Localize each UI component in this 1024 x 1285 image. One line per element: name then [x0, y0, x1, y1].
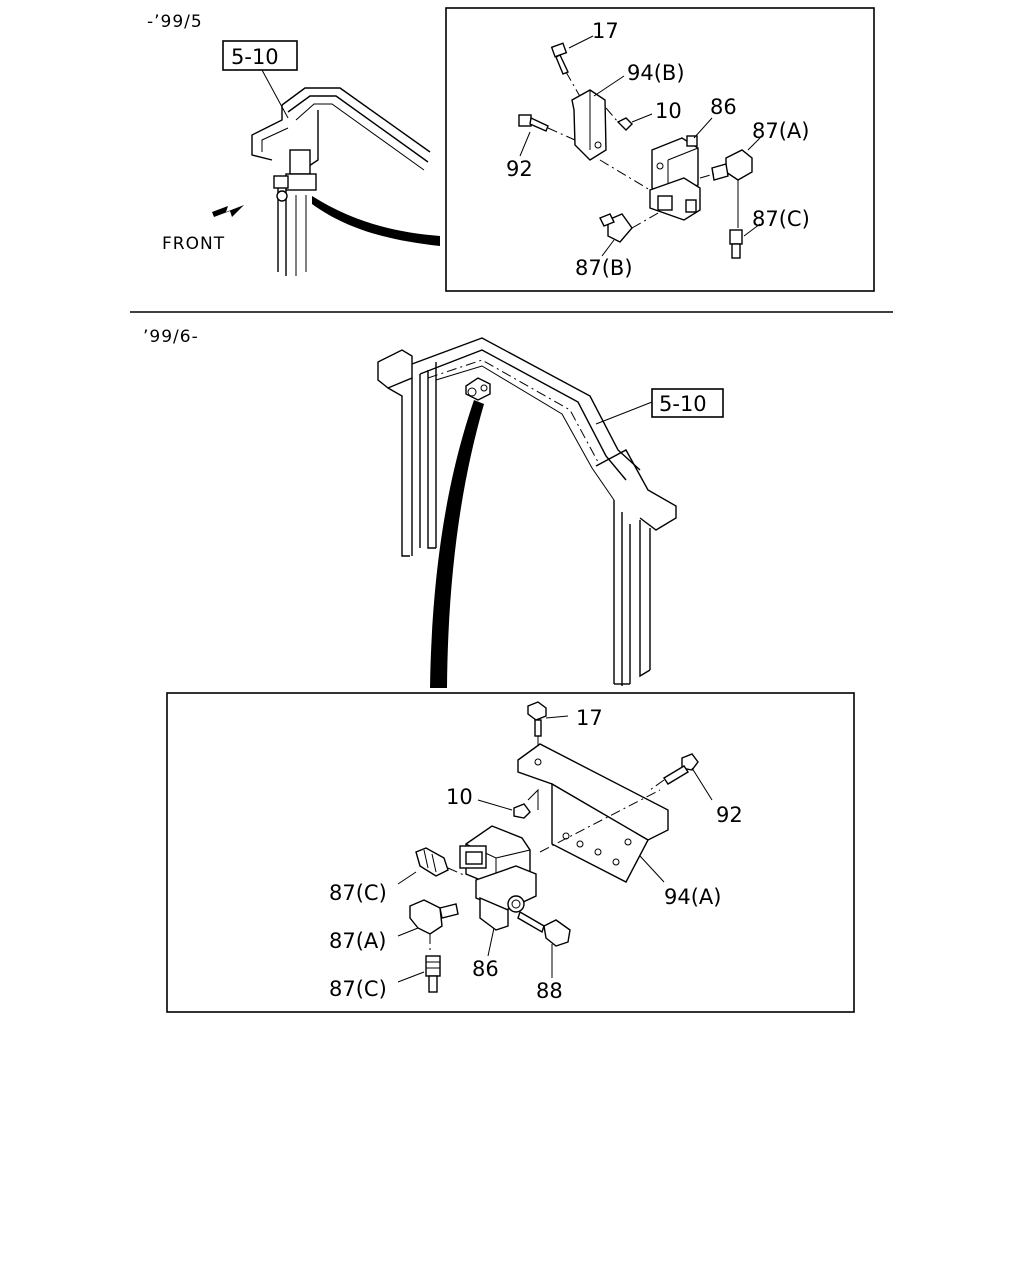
- front-arrow-icon: [212, 205, 244, 217]
- bolt-92-early: [518, 114, 576, 141]
- valve-small-late: [465, 377, 491, 401]
- fitting-87c-bottom-late: [425, 955, 441, 993]
- callout-10-early: 10: [655, 99, 682, 123]
- callout-88: 88: [536, 979, 563, 1003]
- cab-frame-late: [377, 337, 677, 686]
- front-label: FRONT: [162, 234, 225, 254]
- bolt-17-late: [527, 701, 547, 760]
- fitting-87a-late: [409, 899, 459, 950]
- bracket-94b: [571, 89, 607, 161]
- valve-86-early: [599, 135, 701, 221]
- period-label-late: ’99/6-: [143, 327, 199, 347]
- callout-86-late: 86: [472, 957, 499, 981]
- fitting-87c-top-late: [415, 847, 467, 877]
- nut-10-late: [513, 788, 539, 819]
- valve-86-late: [459, 825, 537, 931]
- callout-87c-bottom-late: 87(C): [329, 977, 387, 1001]
- nut-10-early: [605, 107, 633, 131]
- period-label-early: -’99/5: [147, 12, 203, 32]
- ref-box-late: 5-10: [595, 388, 724, 425]
- callout-17-early: 17: [592, 19, 619, 43]
- callout-87c-top-late: 87(C): [329, 881, 387, 905]
- ref-box-early: 5-10: [222, 40, 298, 119]
- fitting-88: [517, 910, 571, 947]
- detail-leader-late: [430, 400, 484, 688]
- detail-leader-early: [312, 196, 440, 246]
- callout-87c-early: 87(C): [752, 207, 810, 231]
- callout-92-late: 92: [716, 803, 743, 827]
- callout-94b: 94(B): [627, 61, 685, 85]
- fitting-87c-early: [729, 180, 743, 259]
- bracket-94a: [517, 743, 669, 883]
- bolt-17-early: [550, 42, 583, 101]
- fitting-87b-early: [599, 211, 661, 243]
- detail-box-early: [445, 7, 875, 292]
- svg-text:5-10: 5-10: [659, 392, 707, 416]
- callout-17-late: 17: [576, 706, 603, 730]
- valve-small-early: [273, 149, 317, 202]
- svg-text:5-10: 5-10: [231, 45, 279, 69]
- callout-87b-early: 87(B): [575, 256, 633, 280]
- callout-86-early: 86: [710, 95, 737, 119]
- callout-87a-late: 87(A): [329, 929, 386, 953]
- callout-94a: 94(A): [664, 885, 721, 909]
- callout-92-early: 92: [506, 157, 533, 181]
- detail-box-late: [166, 692, 855, 1013]
- callout-10-late: 10: [446, 785, 473, 809]
- fitting-87a-early: [699, 149, 753, 181]
- callout-87a-early: 87(A): [752, 119, 809, 143]
- bolt-92-late: [649, 753, 699, 791]
